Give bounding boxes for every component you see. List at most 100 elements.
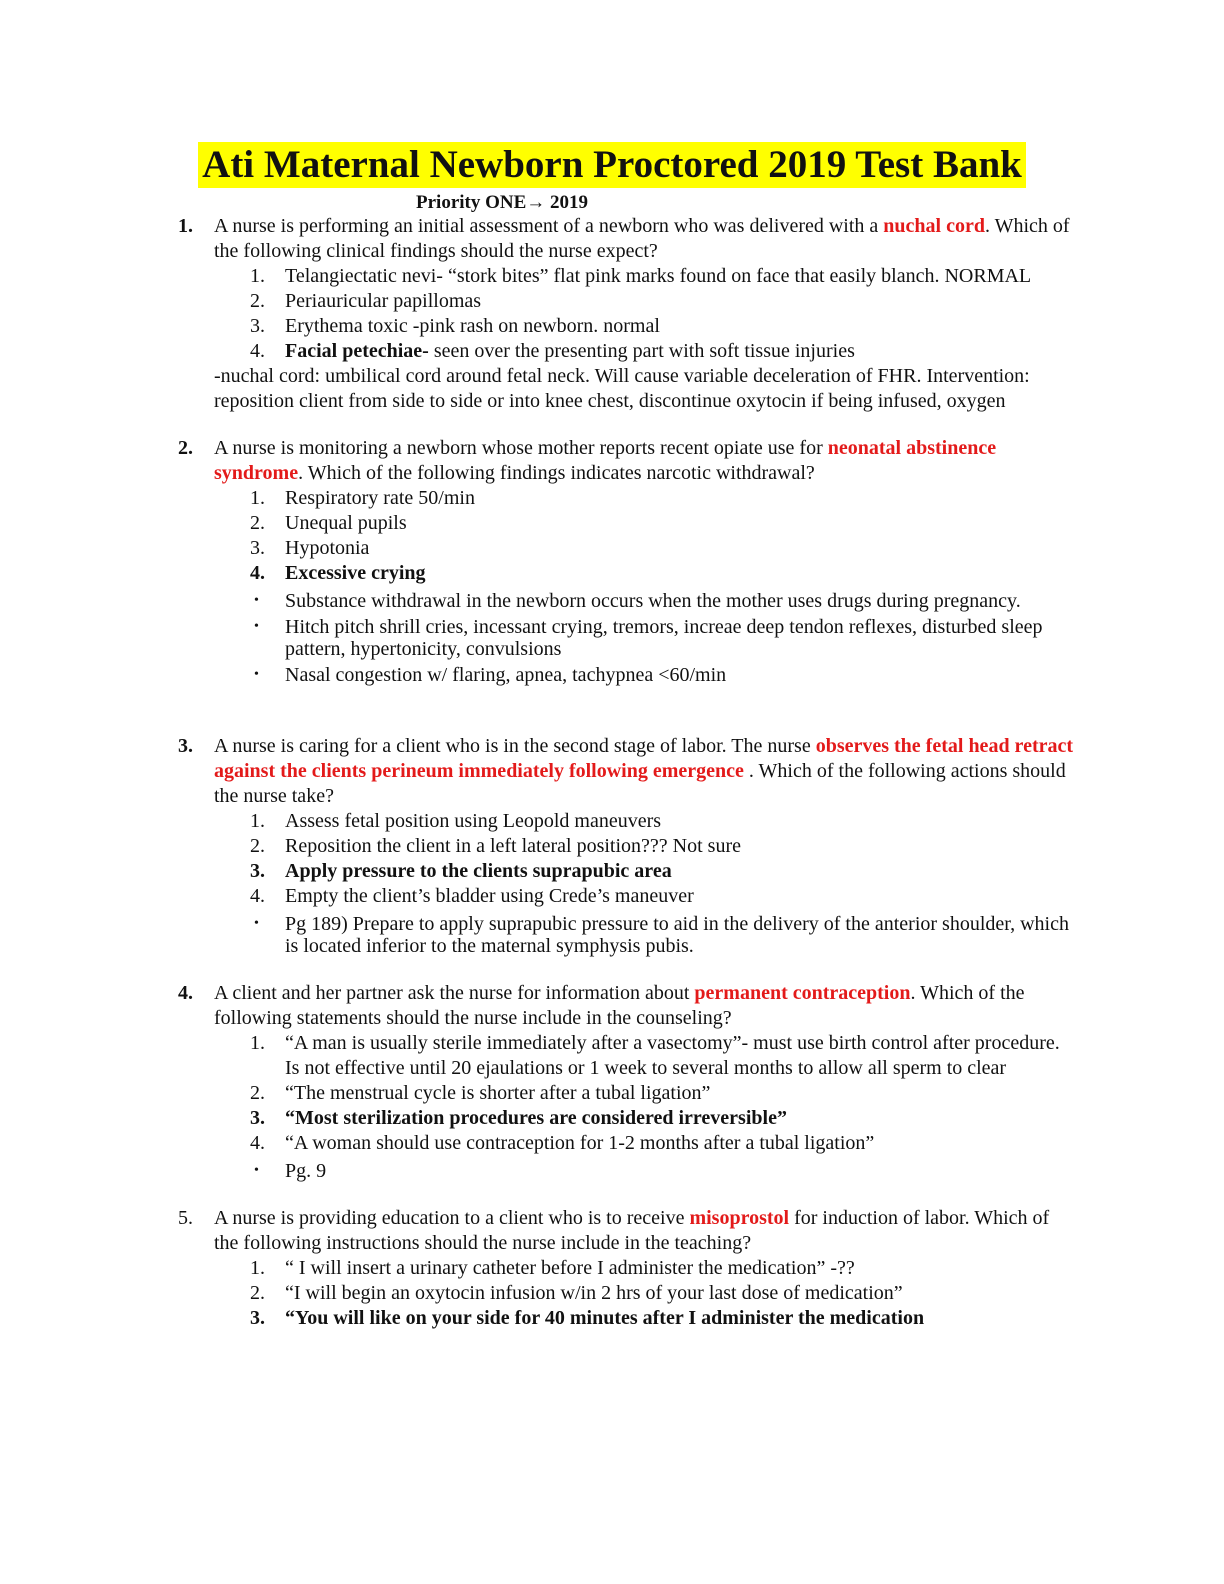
option-number: 2. [250, 835, 265, 857]
question-text: . Which of the following statements shou… [214, 982, 1025, 1029]
bullet-text: Nasal congestion w/ flaring, apnea, tach… [285, 664, 727, 686]
answer-option: 3. Erythema toxic -pink rash on newborn. … [0, 314, 1224, 339]
question-text: . Which of the following actions should … [214, 760, 1066, 807]
question-number: 1. [178, 215, 193, 237]
bullet-icon: • [254, 1163, 259, 1178]
option-text: Assess fetal position using Leopold mane… [285, 810, 662, 832]
answer-option: 4. Empty the client’s bladder using Crede… [0, 884, 1224, 909]
option-number: 3. [250, 315, 265, 337]
answer-option: 1. “A man is usually sterile immediately … [0, 1031, 1224, 1081]
rationale-bullet: •Hitch pitch shrill cries, incessant cry… [0, 616, 1224, 660]
option-text: “You will like on your side for 40 minut… [285, 1307, 925, 1329]
option-text: “I will begin an oxytocin infusion w/in … [285, 1282, 903, 1304]
option-text: seen over the presenting part with soft … [428, 340, 855, 362]
option-text: “ I will insert a urinary catheter befor… [285, 1257, 855, 1279]
option-text: “The menstrual cycle is shorter after a … [285, 1082, 711, 1104]
question-4: 4. A client and her partner ask the nurs… [0, 981, 1224, 1031]
bullet-text: Substance withdrawal in the newborn occu… [285, 590, 1021, 612]
option-number: 2. [250, 512, 265, 534]
question-text: for induction of labor. Which of the fol… [214, 1207, 1050, 1254]
answer-option: 1. Assess fetal position using Leopold ma… [0, 809, 1224, 834]
answer-option: 4. “A woman should use contraception for … [0, 1131, 1224, 1156]
bullet-text: Pg. 9 [285, 1160, 327, 1182]
option-number: 3. [250, 860, 265, 882]
option-number: 3. [250, 1307, 265, 1329]
option-number: 2. [250, 290, 265, 312]
question-list: 1. A nurse is performing an initial asse… [0, 214, 1224, 1331]
question-keyword: neonatal abstinence syndrome [214, 437, 997, 484]
question-2: 2. A nurse is monitoring a newborn whose… [0, 436, 1224, 486]
option-number: 1. [250, 265, 265, 287]
answer-option: 2. Unequal pupils [0, 511, 1224, 536]
option-text: Unequal pupils [285, 512, 407, 534]
option-text: Apply pressure to the clients suprapubic… [285, 860, 672, 882]
rationale-bullet: • Pg 189) Prepare to apply suprapubic pre… [0, 913, 1224, 957]
question-text: . Which of the following findings indica… [298, 462, 815, 484]
option-text: Empty the client’s bladder using Crede’s… [285, 885, 694, 907]
question-text: A client and her partner ask the nurse f… [214, 982, 695, 1004]
rationale-note: -nuchal cord: umbilical cord around feta… [214, 365, 1030, 412]
bullet-icon: • [254, 916, 259, 931]
option-text: Erythema toxic -pink rash on newborn. no… [285, 315, 660, 337]
question-number: 3. [178, 735, 193, 757]
answer-option: 2. “The menstrual cycle is shorter after … [0, 1081, 1224, 1106]
rationale-bullet: • Substance withdrawal in the newborn occ… [0, 590, 1224, 612]
title-wrap: Ati Maternal Newborn Proctored 2019 Test… [0, 142, 1224, 188]
option-number: 2. [250, 1282, 265, 1304]
rationale-bullet: • Nasal congestion w/ flaring, apnea, tac… [0, 664, 1224, 686]
option-number: 3. [250, 537, 265, 559]
question-number: 5. [178, 1207, 193, 1229]
bullet-text: Pg 189) Prepare to apply suprapubic pres… [285, 913, 1069, 957]
option-number: 3. [250, 1107, 265, 1129]
option-text: “A man is usually sterile immediately af… [285, 1032, 1060, 1079]
answer-option: 2. Periauricular papillomas [0, 289, 1224, 314]
answer-option-correct: 3. “You will like on your side for 40 min… [0, 1306, 1224, 1331]
option-number: 4. [250, 885, 265, 907]
question-5: 5. A nurse is providing education to a c… [0, 1206, 1224, 1256]
page-title: Ati Maternal Newborn Proctored 2019 Test… [198, 142, 1026, 188]
option-number: 1. [250, 1032, 265, 1054]
page-subtitle: Priority ONE→ 2019 [416, 192, 589, 213]
question-text: A nurse is caring for a client who is in… [214, 735, 816, 757]
bullet-icon: • [254, 593, 259, 608]
option-text: “Most sterilization procedures are consi… [285, 1107, 787, 1129]
question-text: . Which of the following clinical findin… [214, 215, 1070, 262]
option-text: Reposition the client in a left lateral … [285, 835, 741, 857]
bullet-icon: • [254, 667, 259, 682]
question-3: 3. A nurse is caring for a client who is… [0, 734, 1224, 809]
option-text: Periauricular papillomas [285, 290, 482, 312]
answer-option: 2. Reposition the client in a left latera… [0, 834, 1224, 859]
option-number: 1. [250, 1257, 265, 1279]
answer-option: 3. Hypotonia [0, 536, 1224, 561]
rationale-bullet: • Pg. 9 [0, 1160, 1224, 1182]
option-number: 4. [250, 1132, 265, 1154]
answer-option: 1. Respiratory rate 50/min [0, 486, 1224, 511]
option-text: Hypotonia [285, 537, 370, 559]
option-text-bold: Facial petechiae- [285, 340, 429, 362]
answer-option: 2. “I will begin an oxytocin infusion w/i… [0, 1281, 1224, 1306]
answer-option: 1. “ I will insert a urinary catheter bef… [0, 1256, 1224, 1281]
option-text: Telangiectatic nevi- “stork bites” flat … [285, 265, 1032, 287]
question-text: A nurse is performing an initial assessm… [214, 215, 884, 237]
answer-option: 1. Telangiectatic nevi- “stork bites” fla… [0, 264, 1224, 289]
option-number: 4. [250, 562, 265, 584]
option-number: 1. [250, 810, 265, 832]
question-number: 4. [178, 982, 193, 1004]
question-1: 1. A nurse is performing an initial asse… [0, 214, 1224, 264]
option-number: 1. [250, 487, 265, 509]
option-number: 2. [250, 1082, 265, 1104]
answer-option-correct: 3. Apply pressure to the clients suprapub… [0, 859, 1224, 884]
bullet-icon: • [254, 619, 259, 634]
question-keyword: nuchal cord [883, 215, 985, 237]
question-text: A nurse is monitoring a newborn whose mo… [214, 437, 828, 459]
option-number: 4. [250, 340, 265, 362]
question-text: A nurse is providing education to a clie… [214, 1207, 690, 1229]
question-keyword: misoprostol [689, 1207, 790, 1229]
option-text: Respiratory rate 50/min [285, 487, 475, 509]
question-keyword: observes the fetal head retract against … [214, 735, 1074, 782]
answer-option-correct: 3. “Most sterilization procedures are con… [0, 1106, 1224, 1131]
question-number: 2. [178, 437, 193, 459]
option-text: “A woman should use contraception for 1-… [285, 1132, 875, 1154]
answer-option-correct: 4.Excessive crying [0, 561, 1224, 586]
